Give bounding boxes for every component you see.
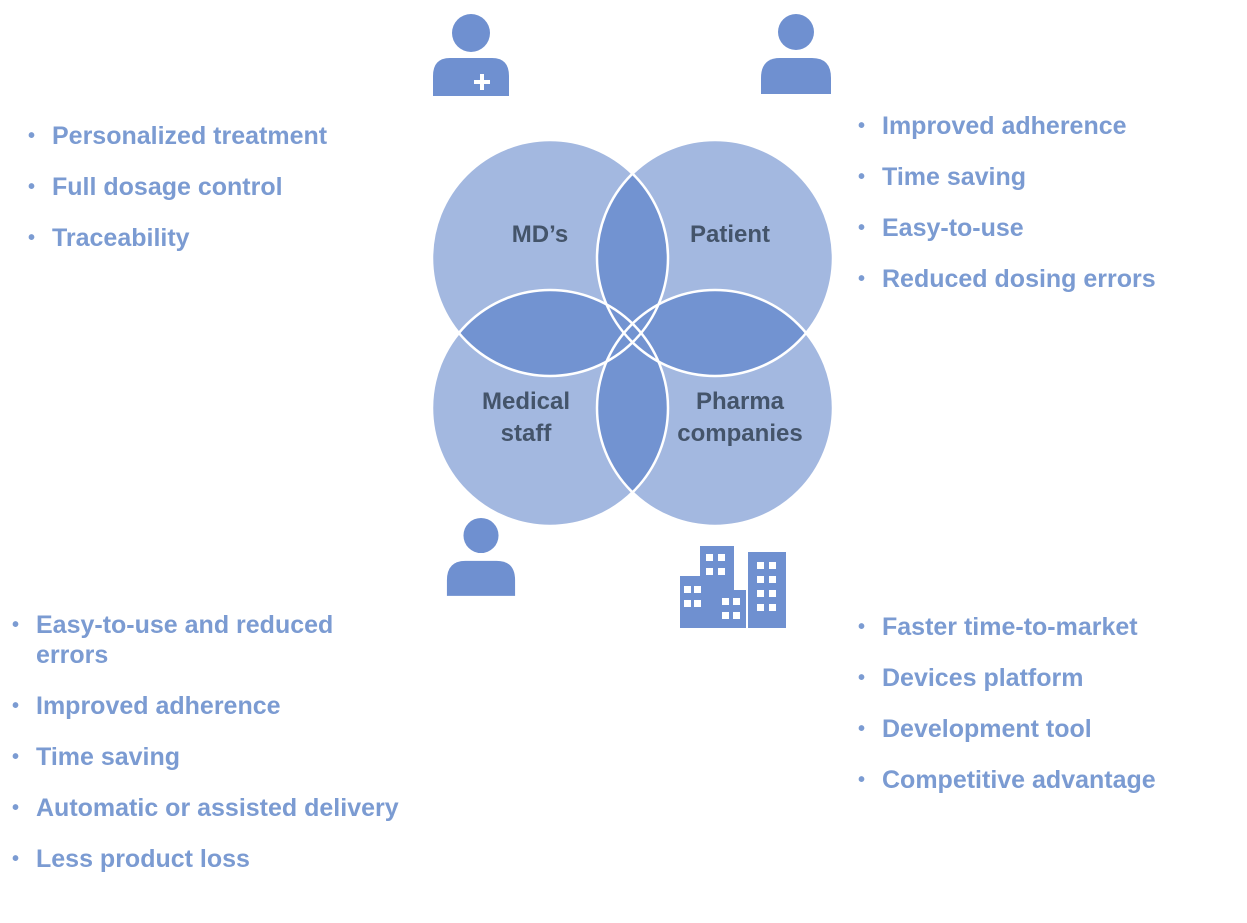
venn-label-pharma: Pharma companies xyxy=(677,388,803,447)
list-item: Automatic or assisted delivery xyxy=(10,793,410,823)
list-item: Easy-to-use and reduced errors xyxy=(10,610,410,670)
list-item: Time saving xyxy=(856,162,1246,192)
venn-label-mds: MD’s xyxy=(511,221,569,248)
mds-benefits-list: Personalized treatment Full dosage contr… xyxy=(26,121,426,274)
list-item: Reduced dosing errors xyxy=(856,264,1246,294)
pharma-benefits-list: Faster time-to-market Devices platform D… xyxy=(856,612,1246,816)
list-item: Development tool xyxy=(856,714,1246,744)
list-item: Full dosage control xyxy=(26,172,426,202)
overlap-mds-staff xyxy=(432,290,668,376)
list-item: Improved adherence xyxy=(856,111,1246,141)
list-item: Devices platform xyxy=(856,663,1246,693)
list-item: Competitive advantage xyxy=(856,765,1246,795)
list-item: Less product loss xyxy=(10,844,410,874)
list-item: Personalized treatment xyxy=(26,121,426,151)
venn-label-medical-staff: Medical staff xyxy=(481,388,571,447)
person-icon xyxy=(446,517,516,596)
list-item: Easy-to-use xyxy=(856,213,1246,243)
list-item: Faster time-to-market xyxy=(856,612,1246,642)
venn-label-patient: Patient xyxy=(689,221,770,248)
list-item: Traceability xyxy=(26,223,426,253)
person-icon xyxy=(761,14,831,94)
medical-staff-benefits-list: Easy-to-use and reduced errors Improved … xyxy=(10,610,410,895)
list-item: Improved adherence xyxy=(10,691,410,721)
list-item: Time saving xyxy=(10,742,410,772)
patient-benefits-list: Improved adherence Time saving Easy-to-u… xyxy=(856,111,1246,315)
overlap-patient-pharma xyxy=(597,290,833,376)
doctor-icon xyxy=(433,14,509,96)
office-buildings-icon xyxy=(680,546,786,628)
